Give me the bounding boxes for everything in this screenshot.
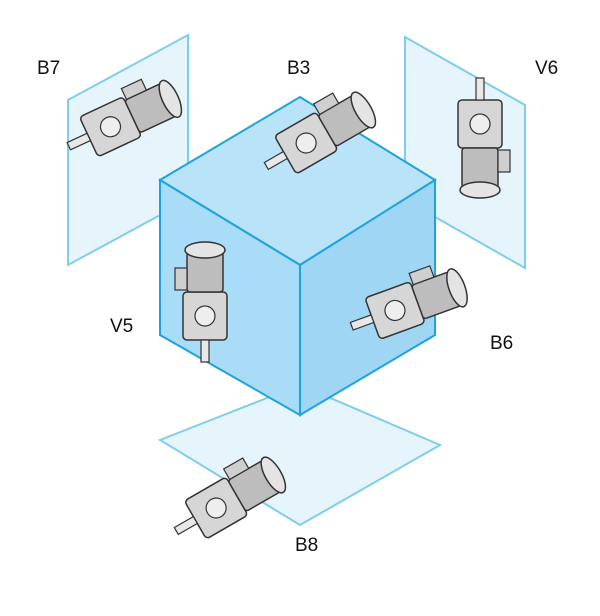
label-v5: V5 — [110, 316, 134, 337]
label-b7: B7 — [37, 58, 61, 79]
label-b8: B8 — [295, 535, 319, 556]
label-b3: B3 — [287, 58, 311, 79]
label-b6: B6 — [490, 333, 514, 354]
label-v6: V6 — [535, 58, 559, 79]
